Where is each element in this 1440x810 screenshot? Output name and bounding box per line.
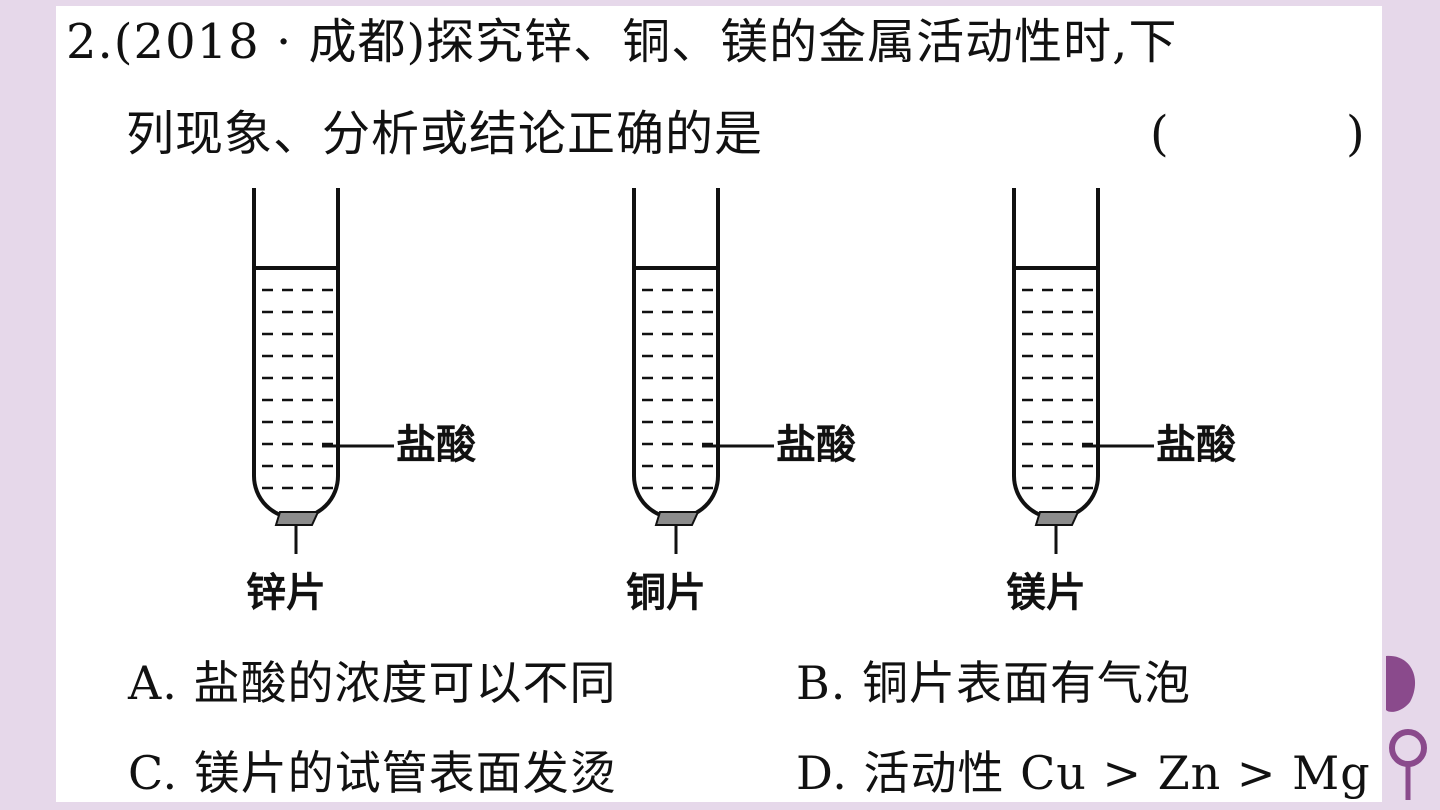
metal-label: 锌片 <box>246 570 326 616</box>
option-b: B. 铜片表面有气泡 <box>796 656 1192 710</box>
metal-piece <box>1034 511 1080 526</box>
answer-paren-close: ) <box>1346 106 1365 162</box>
answer-paren-open: ( <box>1150 106 1169 162</box>
option-a: A. 盐酸的浓度可以不同 <box>128 656 617 710</box>
question-line-2: 列现象、分析或结论正确的是 <box>126 106 764 162</box>
acid-label: 盐酸 <box>1156 422 1237 468</box>
metal-label: 铜片 <box>626 570 706 616</box>
test-tube-zinc: 盐酸 锌片 <box>246 188 477 616</box>
liquid-dashes <box>1022 288 1094 490</box>
liquid-dashes <box>642 288 714 490</box>
metal-label: 镁片 <box>1006 570 1086 616</box>
metal-piece <box>274 511 320 526</box>
option-d: D. 活动性 Cu > Zn > Mg <box>796 746 1371 800</box>
slide: 2.(2018 · 成都)探究锌、铜、镁的金属活动性时,下 列现象、分析或结论正… <box>56 6 1382 802</box>
test-tube-copper: 盐酸 铜片 <box>626 188 857 616</box>
decorative-logo-icon <box>1386 655 1427 800</box>
acid-label: 盐酸 <box>776 422 857 468</box>
metal-piece <box>654 511 700 526</box>
test-tube-figure: 盐酸 锌片 盐酸 铜片 <box>242 186 1258 616</box>
test-tube-magnesium: 盐酸 镁片 <box>1006 188 1237 616</box>
question-line-1: 2.(2018 · 成都)探究锌、铜、镁的金属活动性时,下 <box>66 14 1178 70</box>
acid-label: 盐酸 <box>396 422 477 468</box>
liquid-dashes <box>262 288 334 490</box>
figure-background <box>242 186 1258 614</box>
option-c: C. 镁片的试管表面发烫 <box>128 746 617 800</box>
